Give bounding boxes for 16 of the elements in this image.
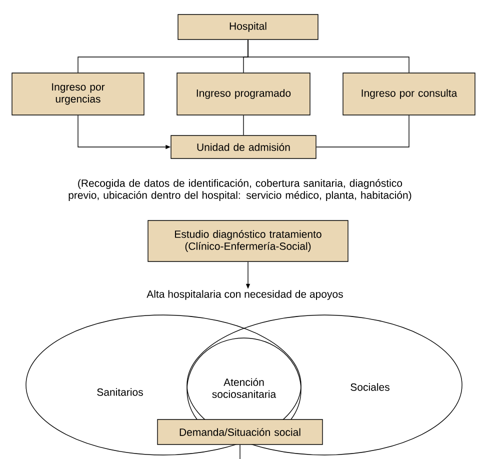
set-label: Atención sociosanitaria bbox=[212, 378, 276, 398]
set-label: Sanitarios bbox=[97, 388, 143, 396]
flow-text: Alta hospitalaria con necesidad de apoyos bbox=[146, 290, 343, 300]
process-box: Demanda/Situación social bbox=[157, 419, 323, 445]
set-label: Sociales bbox=[350, 383, 390, 391]
process-box: Unidad de admisión bbox=[170, 135, 316, 159]
process-box: Estudio diagnóstico tratamiento (Clínico-Enfermería-Social) bbox=[148, 220, 348, 262]
process-box: Ingreso por consulta bbox=[342, 72, 476, 116]
note-text: (Recogida de datos de identificación, cobertura sanitaria, diagnóstico previo, ubicación dentro del hospital: servicio médico, planta, habitación) bbox=[68, 179, 412, 201]
process-box: Ingreso programado bbox=[176, 72, 310, 116]
connector bbox=[248, 40, 410, 73]
process-box: Hospital bbox=[178, 14, 318, 40]
set-ellipse bbox=[26, 314, 302, 456]
connector bbox=[243, 115, 244, 136]
process-box: Ingreso por urgencias bbox=[12, 72, 144, 116]
connector bbox=[316, 115, 410, 148]
